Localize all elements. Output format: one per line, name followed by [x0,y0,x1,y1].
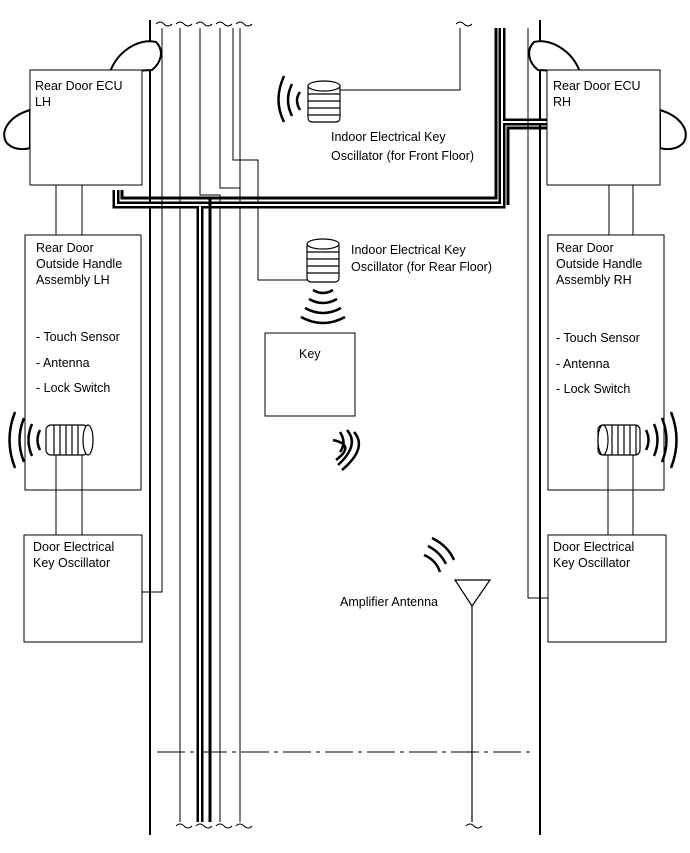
antenna-coil-rh [597,424,641,456]
ecu-lh-label-line1: Rear Door ECU [35,79,123,93]
key-label: Key [299,347,321,361]
ecu-rh-label-line2: RH [553,95,571,109]
door-handle-shape-lh-top [108,40,162,74]
ecu-lh-label-line2: LH [35,95,51,109]
door-key-oscillator-rh: Door Electrical Key Oscillator [547,534,667,643]
door-handle-shape-lh-side [3,108,31,151]
indoor-oscillator-front [307,80,341,123]
harness-vertical-wires [179,28,307,822]
door-osc-lh-label-line1: Door Electrical [33,540,114,554]
amplifier-antenna [453,579,492,822]
door-osc-rh-label-line2: Key Oscillator [553,556,630,570]
ecu-handle-connectors [55,185,634,235]
door-key-oscillator-lh: Door Electrical Key Oscillator [23,534,143,643]
door-osc-rh-label-line1: Door Electrical [553,540,634,554]
handle-rh-feature-1: - Touch Sensor [556,331,640,345]
door-osc-lh-label-line2: Key Oscillator [33,556,110,570]
vehicle-body-outline [149,20,541,835]
handle-lh-label-line2: Outside Handle [36,257,122,271]
wire-door-osc-lh [142,28,163,593]
ecu-rh-label-line1: Rear Door ECU [553,79,641,93]
amplifier-antenna-label: Amplifier Antenna [340,595,438,609]
handle-rh-label-line1: Rear Door [556,241,614,255]
handle-rh-feature-3: - Lock Switch [556,382,630,396]
antenna-coil-lh [45,424,94,456]
handle-lh-feature-2: - Antenna [36,356,90,370]
break-marks-top [155,21,473,27]
handle-oscillator-connectors [55,455,634,535]
signal-waves-lh [8,411,42,469]
signal-waves-indoor-front [277,75,302,123]
wire-door-osc-rh [527,28,548,599]
handle-rh-label-line2: Outside Handle [556,257,642,271]
indoor-front-label-line2: Oscillator (for Front Floor) [331,149,474,163]
door-handle-shape-rh-side [659,108,687,151]
handle-lh-label-line1: Rear Door [36,241,94,255]
indoor-front-label-line1: Indoor Electrical Key [331,130,446,144]
rear-door-ecu-lh: Rear Door ECU LH [3,40,162,186]
handle-rh-label-line3: Assembly RH [556,273,632,287]
rear-door-ecu-rh: Rear Door ECU RH [528,40,687,186]
signal-waves-key [332,429,361,471]
handle-lh-feature-3: - Lock Switch [36,381,110,395]
handle-lh-label-line3: Assembly LH [36,273,110,287]
indoor-rear-label-line1: Indoor Electrical Key [351,243,466,257]
indoor-oscillator-rear [306,238,340,283]
signal-waves-indoor-rear [300,288,346,325]
harness-bus-wires [112,28,547,822]
key-fob: Key [264,332,356,417]
break-marks-bottom [175,823,483,829]
wire-indoor-front [336,28,461,91]
signal-waves-rh [644,411,678,469]
outside-handle-assembly-lh: Rear Door Outside Handle Assembly LH - T… [24,234,142,491]
handle-rh-feature-2: - Antenna [556,357,610,371]
handle-lh-feature-1: - Touch Sensor [36,330,120,344]
indoor-rear-label-line2: Oscillator (for Rear Floor) [351,260,492,274]
signal-waves-amplifier [423,536,456,573]
door-handle-shape-rh-top [528,40,582,74]
